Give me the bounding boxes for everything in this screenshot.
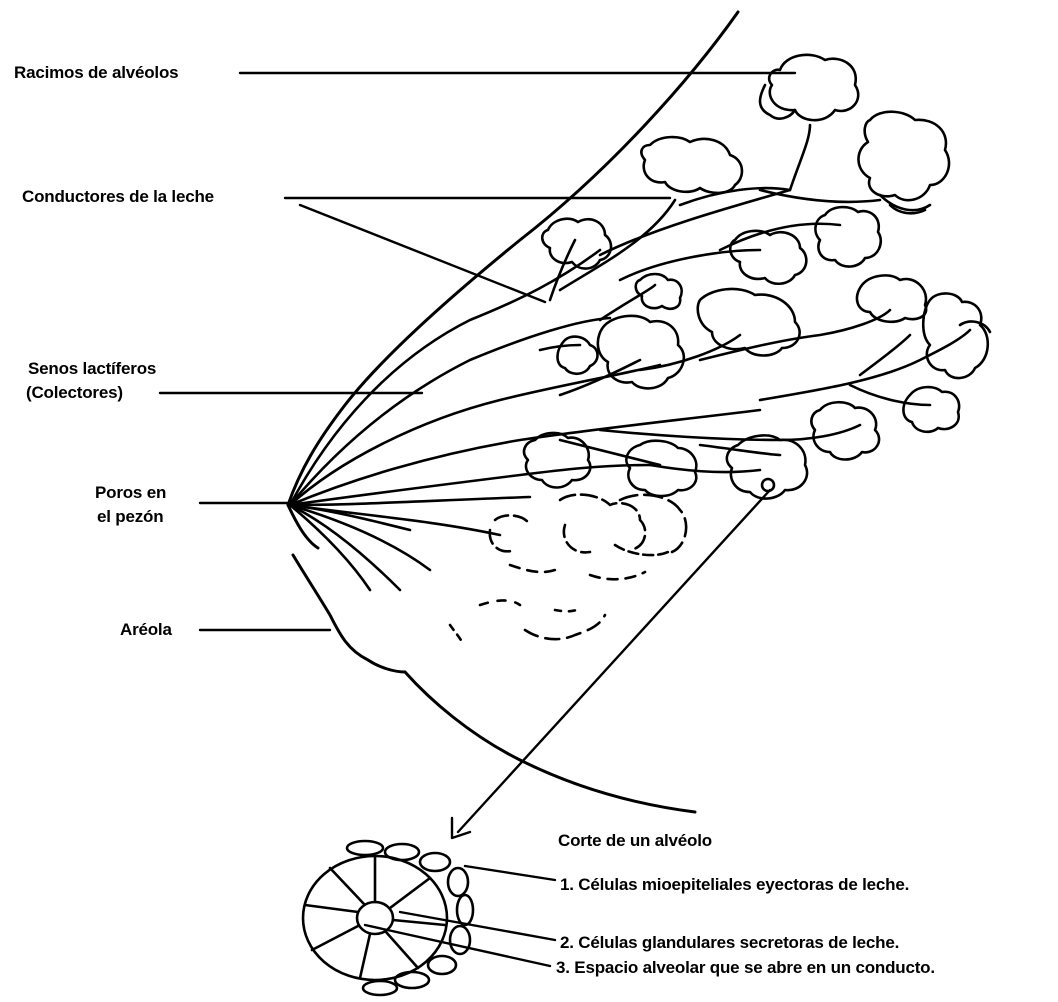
label-poros-line2: el pezón	[97, 506, 163, 528]
alveolus-cluster	[903, 387, 959, 432]
leader-item-1	[465, 866, 555, 880]
alveolus-dot	[762, 479, 774, 491]
leader-conductores-b	[300, 205, 545, 302]
label-conductores: Conductores de la leche	[22, 186, 214, 208]
alveolus-cluster	[815, 207, 880, 266]
label-racimos: Racimos de alvéolos	[14, 62, 178, 84]
alveoli-clusters	[450, 55, 990, 642]
alveolus-cluster	[769, 55, 858, 120]
leader-item-3	[365, 925, 550, 966]
label-senos-line2: (Colectores)	[26, 382, 123, 404]
leader-item-2	[400, 912, 555, 940]
alveolus-cross-section	[303, 841, 473, 995]
alveolus-cluster	[524, 433, 590, 488]
alveolus-cluster	[923, 293, 988, 378]
alveolus-cluster	[698, 289, 800, 356]
alveolus-cluster	[558, 337, 598, 374]
alveolus-cluster	[727, 435, 807, 498]
label-poros-line1: Poros en	[95, 482, 166, 504]
section-item-1: 1. Células mioepiteliales eyectoras de l…	[560, 874, 909, 896]
section-item-3: 3. Espacio alveolar que se abre en un co…	[556, 957, 935, 979]
alveolus-cluster	[857, 275, 926, 321]
alveolus-cluster	[730, 231, 806, 284]
alveolus-cluster	[542, 219, 611, 269]
label-areola: Aréola	[120, 619, 172, 641]
label-senos-line1: Senos lactíferos	[28, 358, 156, 380]
section-item-2: 2. Células glandulares secretoras de lec…	[560, 932, 899, 954]
section-title: Corte de un alvéolo	[558, 830, 712, 852]
alveolus-cluster	[858, 112, 949, 200]
arrow-line	[458, 490, 770, 832]
breast-outline	[288, 12, 738, 812]
alveolus-cluster	[760, 85, 795, 119]
alveolus-cluster	[636, 274, 682, 309]
alveolus-cluster	[598, 316, 684, 389]
alveolus-cluster	[641, 137, 742, 193]
milk-ducts	[290, 125, 970, 590]
alveolus-cluster	[626, 441, 696, 496]
